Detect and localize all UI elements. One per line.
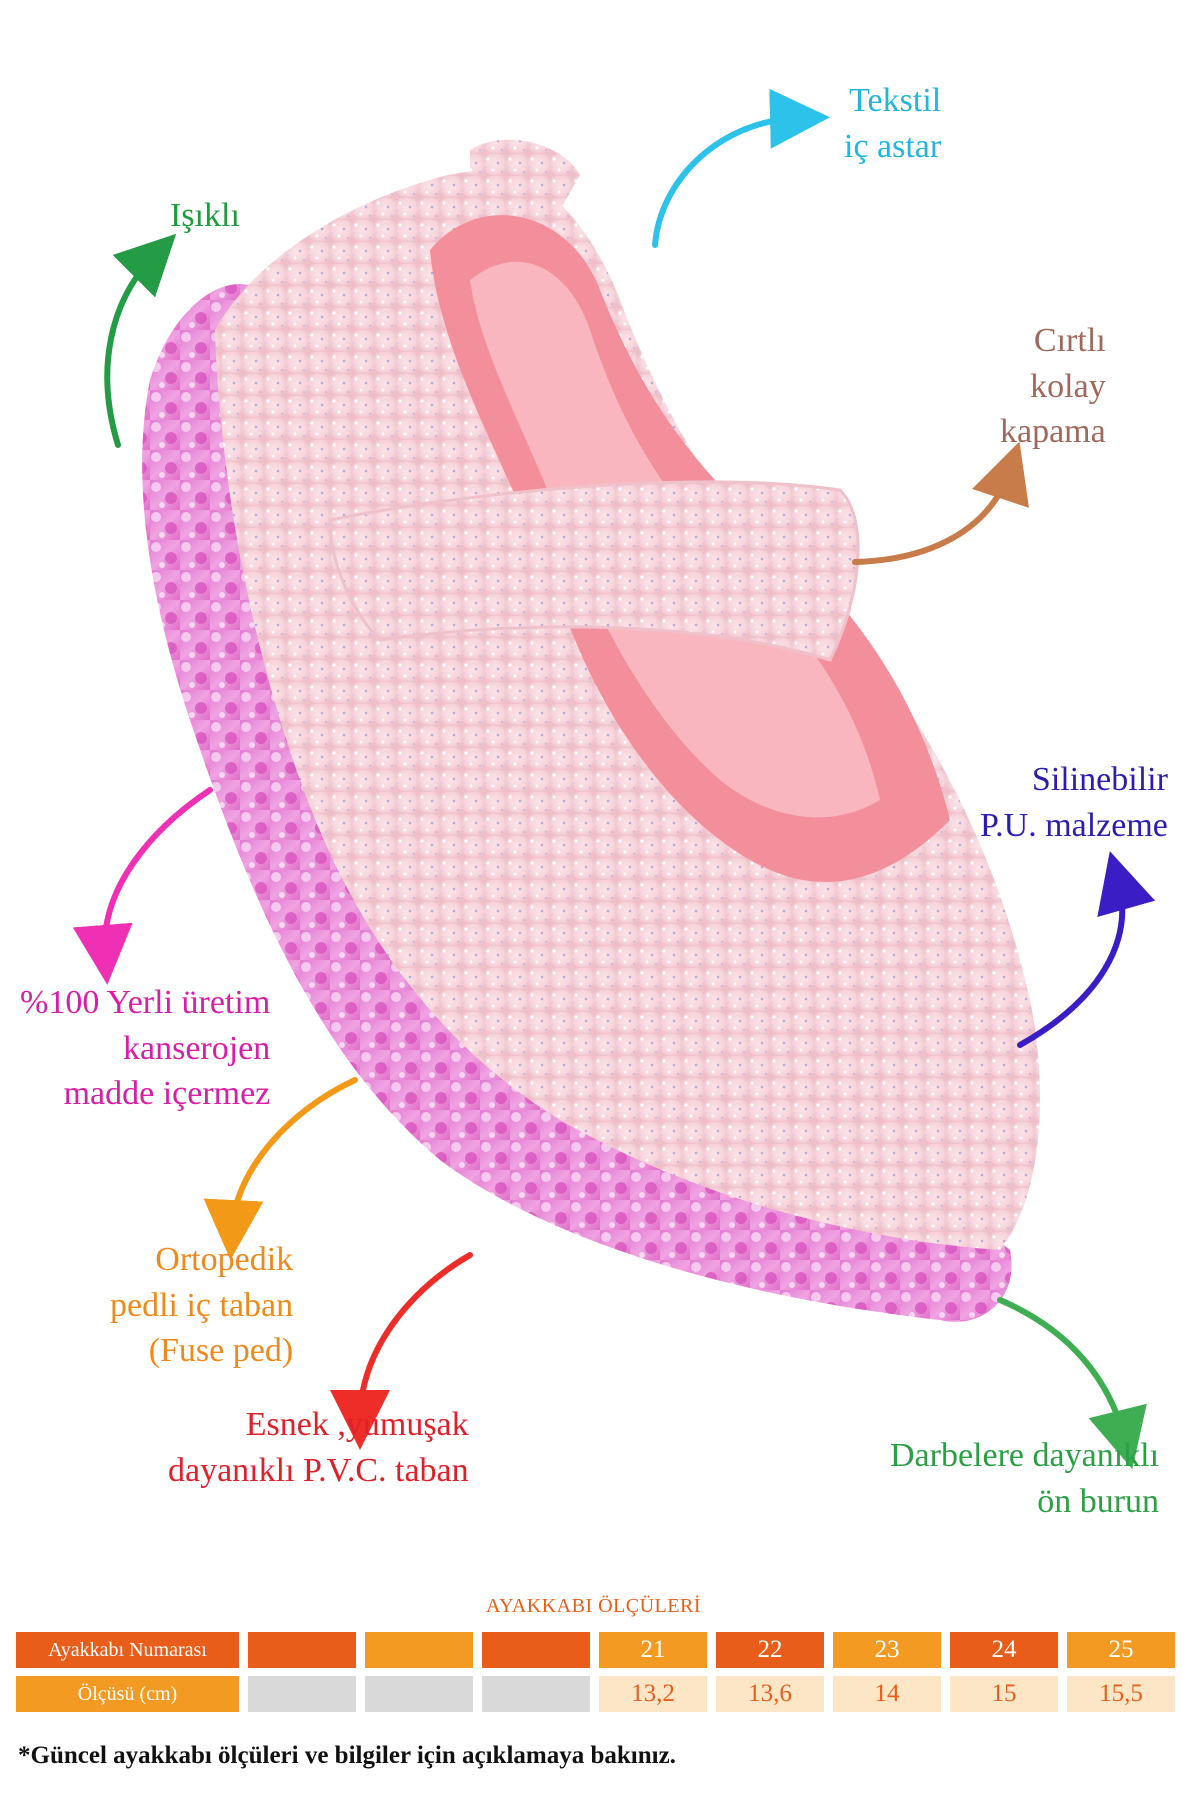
size-length-cell: [365, 1676, 473, 1712]
feature-cirtli-line-1: Cırtlı: [1033, 322, 1106, 359]
size-number-cell: 23: [833, 1632, 941, 1668]
size-row-numbers-label: Ayakkabı Numarası: [16, 1632, 239, 1668]
feature-silinebilir-line-2: P.U. malzeme: [980, 806, 1168, 844]
feature-cirtli: Cırtlı kolay kapama: [1000, 318, 1106, 455]
size-length-cell: 13,6: [716, 1676, 824, 1712]
feature-cirtli-line-2: kolay: [1030, 367, 1106, 405]
feature-darbe-line-2: ön burun: [1037, 1482, 1160, 1520]
feature-ortopedik-line-3: (Fuse ped): [148, 1332, 294, 1370]
feature-silinebilir: Silinebilir P.U. malzeme: [980, 757, 1168, 848]
feature-silinebilir-line-1: Silinebilir: [1031, 761, 1168, 798]
size-number-cell: 22: [716, 1632, 824, 1668]
feature-isikli: Işıklı: [170, 193, 240, 239]
feature-tekstil-line-1: Tekstil: [849, 82, 942, 119]
feature-cirtli-line-3: kapama: [1000, 413, 1106, 451]
feature-ortopedik: Ortopedik pedli iç taban (Fuse ped): [110, 1237, 293, 1374]
size-length-cell: [248, 1676, 356, 1712]
size-length-cell: [482, 1676, 590, 1712]
size-number-cell: [248, 1632, 356, 1668]
size-number-cell: [365, 1632, 473, 1668]
feature-darbe: Darbelere dayanıklı ön burun: [890, 1433, 1159, 1524]
size-table: Ayakkabı Numarası 21 22 23 24 25 Ölçüsü …: [16, 1632, 1200, 1720]
size-number-cell: 21: [599, 1632, 707, 1668]
feature-yerli-line-1: %100 Yerli üretim: [20, 984, 271, 1021]
feature-tekstil-line-2: iç astar: [844, 127, 942, 165]
feature-yerli: %100 Yerli üretim kanserojen madde içerm…: [20, 980, 270, 1117]
size-table-title: AYAKKABI ÖLÇÜLERİ: [486, 1595, 701, 1617]
feature-esnek: Esnek ,yumuşak dayanıklı P.V.C. taban: [168, 1402, 469, 1493]
size-row-numbers: Ayakkabı Numarası 21 22 23 24 25: [16, 1632, 1200, 1668]
feature-esnek-line-1: Esnek ,yumuşak: [245, 1406, 469, 1443]
size-row-lengths: Ölçüsü (cm) 13,2 13,6 14 15 15,5: [16, 1676, 1200, 1712]
feature-tekstil: Tekstil iç astar: [844, 78, 941, 169]
feature-yerli-line-3: madde içermez: [63, 1075, 271, 1113]
size-number-cell: 24: [950, 1632, 1058, 1668]
size-row-lengths-label: Ölçüsü (cm): [16, 1676, 239, 1712]
size-number-cell: 25: [1067, 1632, 1175, 1668]
size-length-cell: 13,2: [599, 1676, 707, 1712]
feature-yerli-line-2: kanserojen: [123, 1029, 271, 1067]
size-number-cell: [482, 1632, 590, 1668]
footnote: *Güncel ayakkabı ölçüleri ve bilgiler iç…: [18, 1742, 676, 1769]
size-length-cell: 15,5: [1067, 1676, 1175, 1712]
size-length-cell: 14: [833, 1676, 941, 1712]
feature-esnek-line-2: dayanıklı P.V.C. taban: [168, 1451, 469, 1489]
feature-ortopedik-line-1: Ortopedik: [155, 1241, 294, 1278]
feature-ortopedik-line-2: pedli iç taban: [110, 1286, 294, 1324]
feature-darbe-line-1: Darbelere dayanıklı: [890, 1437, 1160, 1474]
feature-isikli-line-1: Işıklı: [170, 197, 240, 234]
size-length-cell: 15: [950, 1676, 1058, 1712]
